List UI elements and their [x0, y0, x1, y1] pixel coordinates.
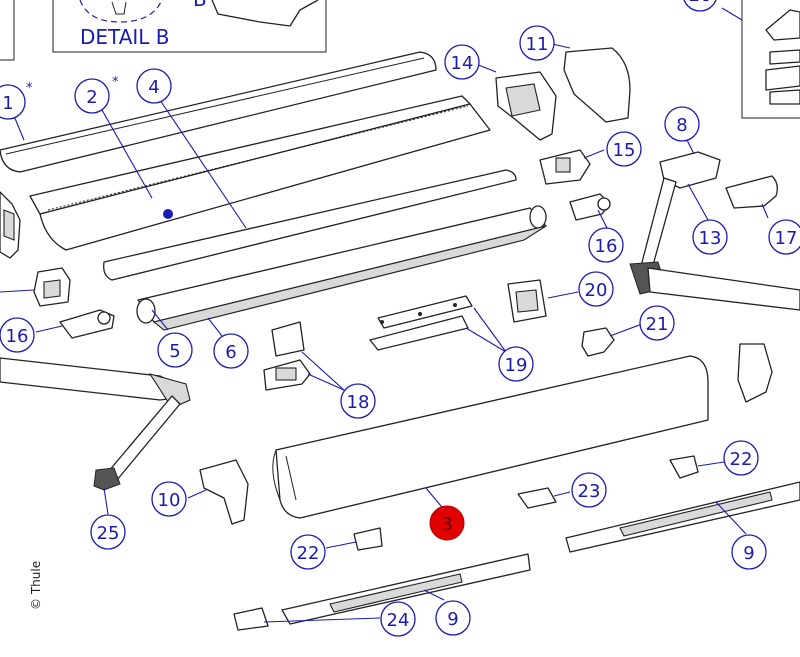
leader-lines	[13, 7, 769, 623]
callout-10: 10	[151, 481, 187, 517]
callout-22-left: 22	[290, 534, 326, 570]
svg-text:16: 16	[6, 326, 29, 347]
callout-20: 20	[578, 271, 614, 307]
callout-22-right: 22	[723, 440, 759, 476]
callout-17: 17	[768, 219, 800, 255]
callout-13: 13	[692, 219, 728, 255]
svg-text:25: 25	[97, 523, 120, 544]
detail-b-letter: B	[193, 0, 207, 11]
callout-9-right: 9	[731, 534, 767, 570]
svg-text:9: 9	[743, 543, 754, 564]
part-23-hinge	[517, 487, 557, 509]
callout-25: 25	[90, 514, 126, 550]
svg-text:26: 26	[689, 0, 712, 6]
callout-9-left: 9	[435, 600, 471, 636]
right-arm-assembly	[629, 151, 800, 311]
svg-text:16: 16	[595, 236, 618, 257]
svg-text:13: 13	[699, 228, 722, 249]
part-15-clip	[539, 149, 591, 185]
part-24-bracket	[233, 607, 269, 631]
svg-text:17: 17	[775, 228, 798, 249]
svg-text:22: 22	[730, 449, 753, 470]
left-edge-frame	[0, 0, 15, 61]
svg-text:14: 14	[451, 53, 474, 74]
detail-b-label: DETAIL B	[80, 25, 170, 49]
part-20-box	[507, 279, 547, 323]
detail-b-inset: DETAIL B B	[52, 0, 327, 53]
svg-text:1: 1	[2, 93, 13, 114]
part-3-front-bar	[272, 355, 709, 519]
svg-text:5: 5	[169, 341, 180, 362]
callout-11: 11	[519, 25, 555, 61]
part-22-clip-left	[353, 527, 383, 551]
svg-text:20: 20	[585, 280, 608, 301]
callout-6: 6	[213, 333, 249, 369]
part-2-marker	[163, 209, 173, 219]
part-6-fabric	[152, 225, 547, 331]
svg-text:9: 9	[447, 609, 458, 630]
callout-19: 19	[498, 346, 534, 382]
svg-text:6: 6	[225, 342, 236, 363]
svg-text:18: 18	[347, 392, 370, 413]
part-9-arm-right	[565, 481, 800, 553]
svg-text:19: 19	[505, 355, 528, 376]
svg-text:22: 22	[297, 543, 320, 564]
part-18-brackets	[263, 321, 311, 391]
svg-text:*: *	[112, 75, 119, 90]
part-10-end-cap	[199, 459, 249, 525]
left-bracket-upper	[0, 191, 21, 259]
copyright-text: © Thule	[29, 561, 43, 610]
part-19-rails	[369, 295, 473, 351]
part-16-right-screw	[569, 193, 611, 221]
callout-8: 8	[664, 106, 700, 142]
callout-4: 4	[136, 68, 172, 104]
svg-text:21: 21	[646, 314, 669, 335]
callout-14: 14	[444, 44, 480, 80]
svg-text:24: 24	[387, 610, 410, 631]
svg-text:11: 11	[526, 34, 549, 55]
left-arm-assembly	[0, 357, 191, 491]
svg-text:8: 8	[676, 115, 687, 136]
part-11-cover	[563, 47, 631, 123]
svg-text:2: 2	[86, 87, 97, 108]
callout-18: 18	[340, 383, 376, 419]
part-2-front-profile	[29, 95, 491, 251]
callout-3-highlighted: 3	[429, 505, 465, 541]
svg-text:3: 3	[441, 514, 452, 535]
part-14-bracket	[495, 71, 557, 141]
callout-16-left: 16	[0, 317, 35, 353]
part-4-canvas-strip	[103, 169, 517, 281]
callout-16-right: 16	[588, 227, 624, 263]
part-16-left-screw	[35, 309, 115, 339]
callout-21: 21	[639, 305, 675, 341]
part-21-clip	[581, 327, 615, 357]
svg-text:23: 23	[578, 481, 601, 502]
top-right-inset	[741, 0, 800, 119]
right-end-cap	[737, 343, 773, 403]
callout-15: 15	[606, 131, 642, 167]
callout-26: 26	[683, 0, 717, 12]
callout-5: 5	[157, 332, 193, 368]
svg-text:4: 4	[148, 77, 159, 98]
callout-1: 1 *	[0, 81, 33, 120]
left-end-plate	[33, 267, 71, 307]
svg-text:*: *	[26, 81, 33, 96]
svg-text:15: 15	[613, 140, 636, 161]
callout-2: 2 *	[74, 75, 119, 114]
detail-circle	[79, 0, 163, 23]
part-17-cap	[725, 175, 778, 209]
part-22-clip-right	[669, 455, 699, 479]
svg-text:10: 10	[158, 490, 181, 511]
callout-23: 23	[571, 472, 607, 508]
callout-24: 24	[380, 601, 416, 637]
part-1-cover-profile	[0, 51, 437, 173]
part-9-arm-left	[281, 553, 531, 625]
